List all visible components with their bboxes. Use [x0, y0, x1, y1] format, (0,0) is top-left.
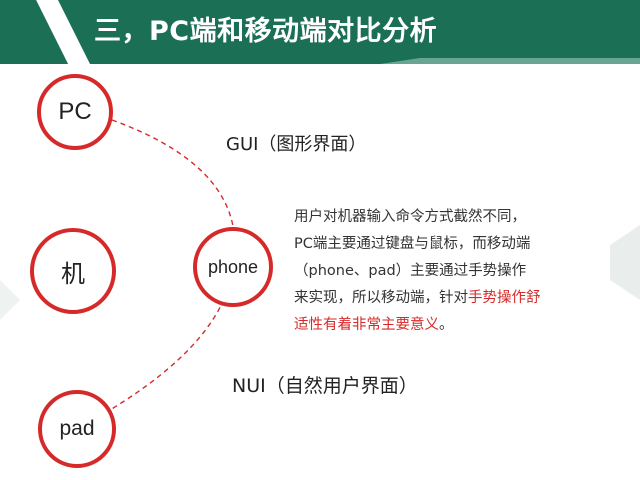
desc-line-1: 用户对机器输入命令方式截然不同，: [294, 209, 526, 225]
desc-line-3: （phone、pad）主要通过手势操作: [294, 263, 527, 279]
desc-line-4-highlight: 手势操作舒: [468, 290, 541, 306]
desc-line-5-plain: 。: [439, 317, 454, 333]
header-bar: [0, 0, 640, 64]
header-left-block: [0, 0, 68, 64]
desc-line-5: 适性有着非常主要意义。: [294, 312, 594, 339]
faint-left-shape: [0, 280, 20, 320]
node-pc: PC: [37, 74, 113, 150]
desc-line-4-plain: 来实现，所以移动端，针对: [294, 290, 468, 306]
node-pad: pad: [38, 390, 116, 468]
node-ji: 机: [30, 228, 116, 314]
node-phone: phone: [193, 227, 273, 307]
page-title: 三，PC端和移动端对比分析: [94, 16, 438, 47]
description-text: 用户对机器输入命令方式截然不同， PC端主要通过键盘与鼠标，而移动端 （phon…: [294, 204, 594, 339]
faint-chevron: [610, 225, 640, 300]
gui-label: GUI（图形界面）: [226, 134, 367, 155]
header-bottom-accent: [380, 58, 640, 64]
header-stripe-white: [36, 0, 90, 64]
desc-line-4: 来实现，所以移动端，针对手势操作舒: [294, 285, 594, 312]
desc-line-2: PC端主要通过键盘与鼠标，而移动端: [294, 236, 531, 252]
desc-line-5-highlight: 适性有着非常主要意义: [294, 317, 439, 333]
nui-label: NUI（自然用户界面）: [232, 375, 418, 397]
